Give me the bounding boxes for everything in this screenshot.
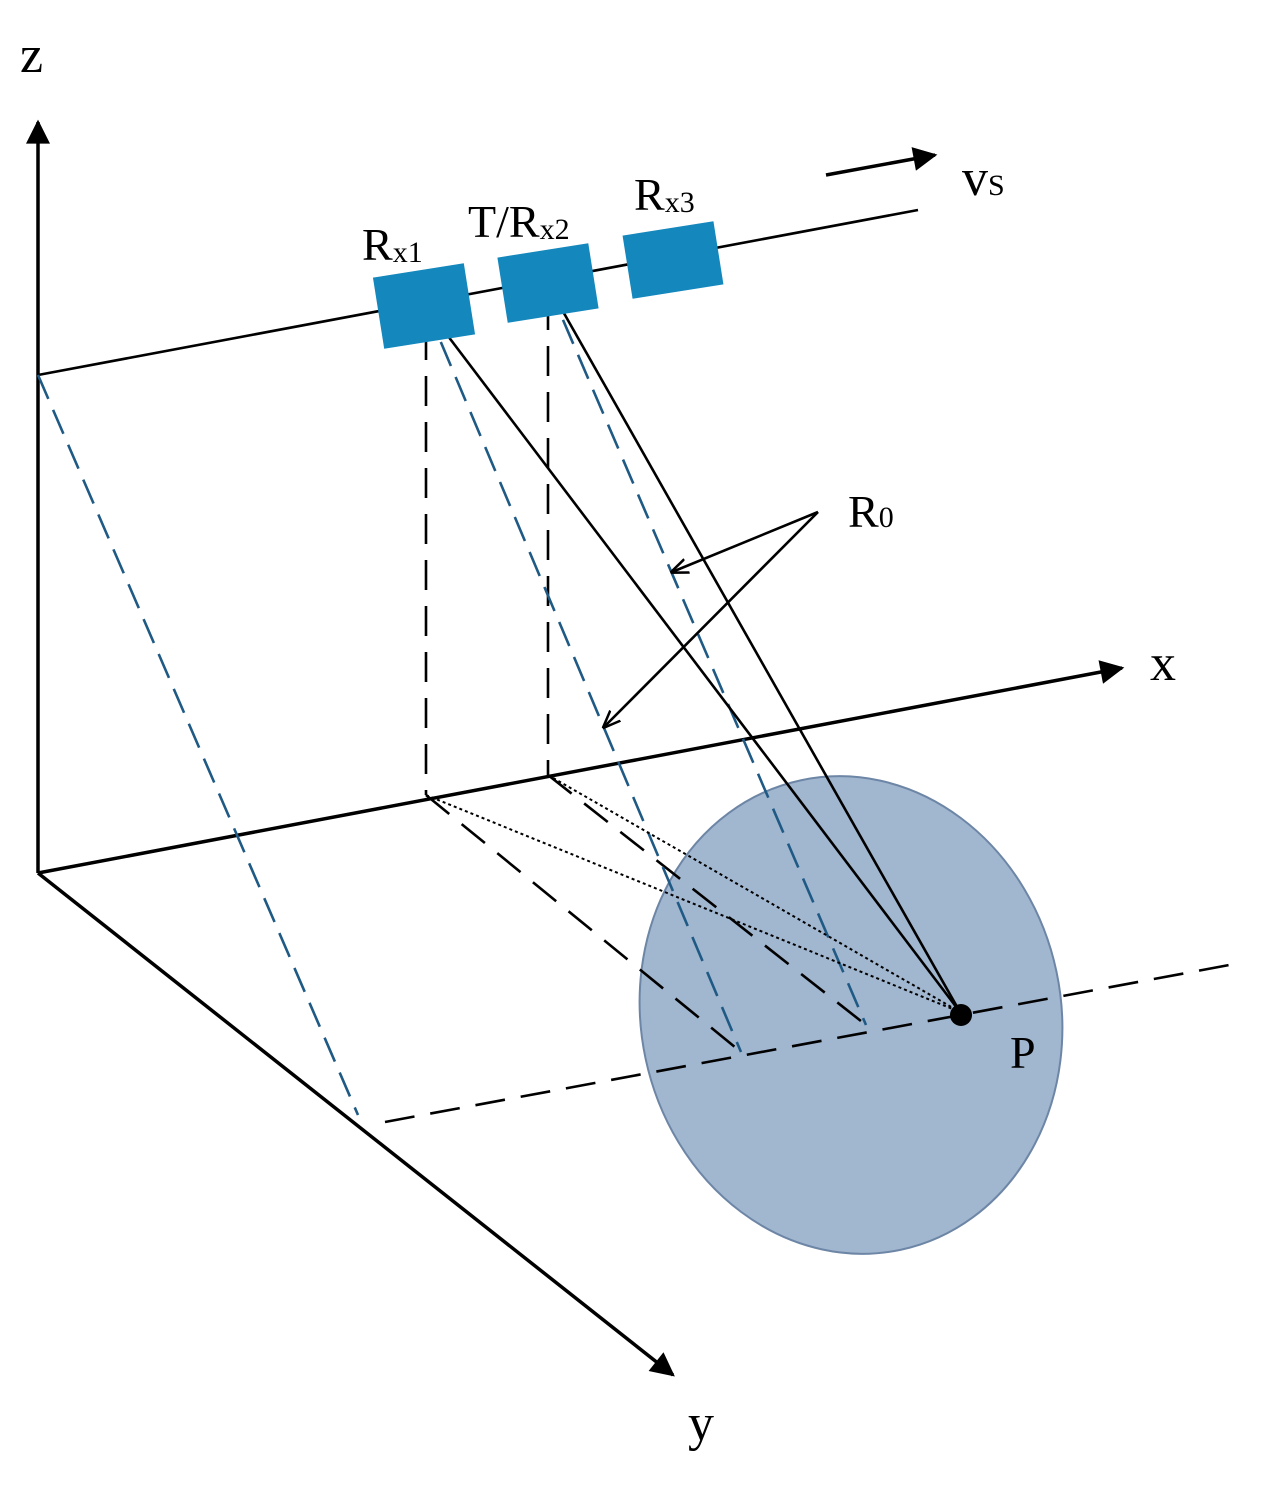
track-projection-left: [36, 374, 360, 1116]
rx1-label-main: R: [362, 219, 393, 270]
rx2-label-sub: x2: [540, 213, 570, 246]
rx2-antenna: [497, 243, 599, 323]
platform-track: [37, 208, 919, 377]
rx1-slant-range-to-p: [424, 306, 962, 1013]
beam-footprint: [638, 775, 1064, 1255]
r0-callout-arrow-lower: [604, 511, 819, 727]
rx2-slant-projection: [546, 284, 868, 1026]
z-axis-label: z: [20, 27, 43, 84]
rx1-slant-projection: [424, 306, 743, 1053]
rx2-label-main: T/R: [468, 196, 540, 247]
rx2-label: T/Rx2: [468, 196, 570, 247]
rx3-label-main: R: [634, 169, 665, 220]
rx1-label-sub: x1: [393, 236, 423, 269]
rx3-label-sub: x3: [665, 186, 695, 219]
rx3-antenna: [622, 221, 724, 299]
scene-center-line: [384, 961, 1241, 1124]
velocity-arrow: [825, 147, 938, 177]
velocity-label-main: v: [962, 150, 988, 207]
rx3-label: Rx3: [634, 169, 695, 220]
r0-callout-arrow-upper: [672, 510, 819, 572]
range-r0-main: R: [848, 486, 879, 537]
point-target-label: P: [1010, 1027, 1036, 1078]
x-axis-label: x: [1150, 635, 1176, 692]
rx2-ground-range-to-p: [547, 774, 961, 1013]
rx1-antenna: [372, 263, 476, 349]
point-target-marker: [950, 1004, 972, 1026]
rx1-ground-line: [425, 793, 742, 1054]
rx1-label: Rx1: [362, 219, 423, 270]
range-r0-label: R0: [848, 486, 894, 537]
velocity-label-sub: S: [988, 169, 1005, 202]
range-r0-sub: 0: [879, 501, 894, 534]
rx2-slant-range-to-p: [546, 284, 962, 1013]
y-axis-label: y: [688, 1395, 714, 1452]
velocity-label: vS: [962, 150, 1005, 207]
rx1-ground-range-to-p: [425, 794, 961, 1013]
x-axis: [37, 660, 1125, 875]
rx2-ground-line: [547, 773, 867, 1027]
y-axis: [36, 871, 675, 1377]
